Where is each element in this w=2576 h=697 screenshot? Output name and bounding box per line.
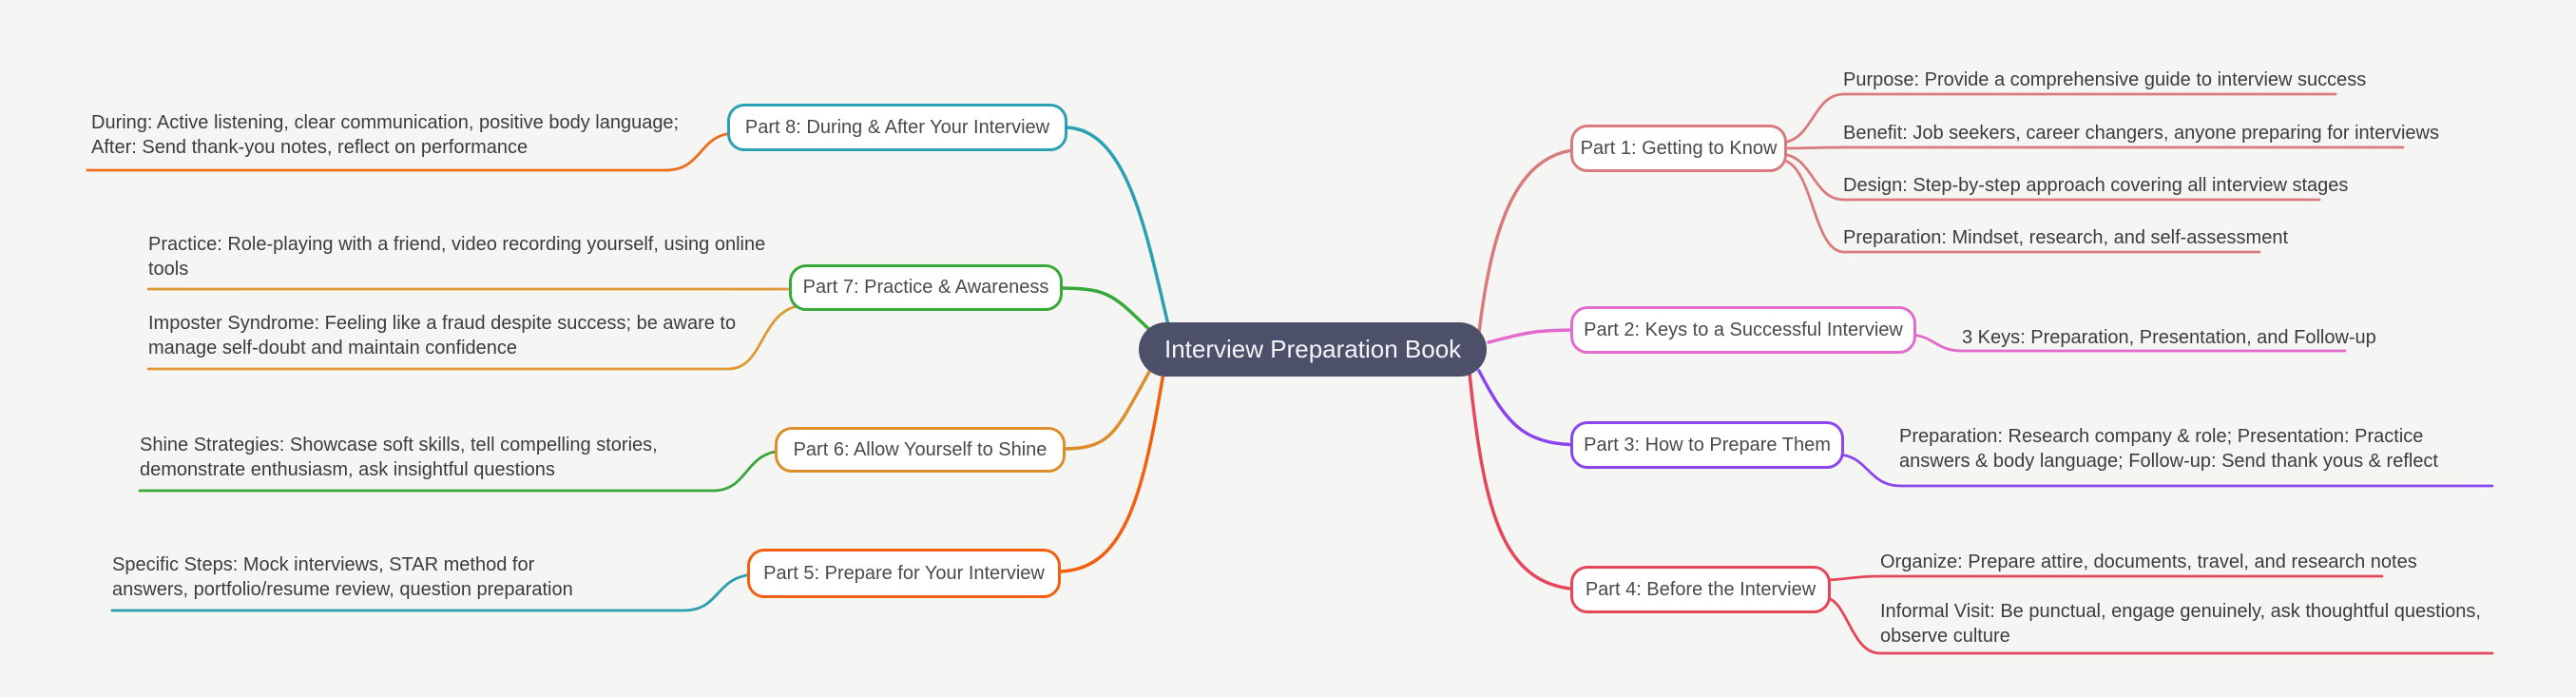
leaf-line-part5-1: [110, 572, 757, 612]
leaf-part3-preparation[interactable]: Preparation: Research company & role; Pr…: [1899, 426, 2438, 472]
leaf-part1-benefit[interactable]: Benefit: Job seekers, career changers, a…: [1843, 123, 2440, 144]
leaf-line-part3-1: [1835, 453, 2494, 488]
branch-curve-part4: [1468, 372, 1587, 591]
branch-curve-part8: [1063, 126, 1171, 331]
branch-node-part3[interactable]: Part 3: How to Prepare Them: [1570, 421, 1844, 469]
leaf-line-part4-1: [1821, 574, 2384, 582]
leaf-part8-during-after[interactable]: During: Active listening, clear communic…: [91, 112, 680, 158]
leaf-line-part1-4: [1778, 158, 2261, 254]
leaf-line-part1-1: [1778, 92, 2337, 145]
branch-curve-part6: [1061, 365, 1154, 451]
branch-curve-part3: [1477, 369, 1587, 447]
branch-curve-part1: [1476, 147, 1587, 342]
leaf-part7-practice[interactable]: Practice: Role-playing with a friend, vi…: [148, 234, 766, 280]
leaf-part1-design[interactable]: Design: Step-by-step approach covering a…: [1843, 175, 2349, 196]
leaf-part2-keys[interactable]: 3 Keys: Preparation, Presentation, and F…: [1962, 327, 2376, 348]
branch-node-part7[interactable]: Part 7: Practice & Awareness: [789, 264, 1063, 311]
leaf-line-part6-1: [138, 449, 785, 493]
branch-node-part4[interactable]: Part 4: Before the Interview: [1570, 566, 1831, 613]
leaf-line-part7-2: [146, 304, 798, 371]
root-node[interactable]: Interview Preparation Book: [1139, 322, 1488, 377]
leaf-line-part1-3: [1778, 152, 2321, 202]
branch-node-part2[interactable]: Part 2: Keys to a Successful Interview: [1570, 306, 1916, 354]
leaf-part7-imposter-syndrome[interactable]: Imposter Syndrome: Feeling like a fraud …: [148, 313, 737, 358]
leaf-part6-shine-strategies[interactable]: Shine Strategies: Showcase soft skills, …: [140, 435, 658, 480]
leaf-part1-purpose[interactable]: Purpose: Provide a comprehensive guide t…: [1843, 69, 2367, 90]
branch-curve-part5: [1055, 371, 1165, 573]
branch-node-part8[interactable]: Part 8: During & After Your Interview: [727, 104, 1067, 151]
branch-node-part1[interactable]: Part 1: Getting to Know: [1570, 125, 1787, 172]
branch-node-part6[interactable]: Part 6: Allow Yourself to Shine: [775, 427, 1066, 473]
leaf-part5-specific-steps[interactable]: Specific Steps: Mock interviews, STAR me…: [112, 554, 573, 600]
leaf-part1-preparation[interactable]: Preparation: Mindset, research, and self…: [1843, 227, 2288, 248]
branch-curve-part7: [1058, 286, 1157, 337]
leaf-part4-organize[interactable]: Organize: Prepare attire, documents, tra…: [1880, 552, 2417, 572]
leaf-line-part8-1: [86, 131, 736, 172]
branch-node-part5[interactable]: Part 5: Prepare for Your Interview: [747, 549, 1061, 598]
leaf-line-part1-2: [1778, 145, 2405, 150]
leaf-line-part4-2: [1821, 595, 2494, 655]
leaf-part4-informal-visit[interactable]: Informal Visit: Be punctual, engage genu…: [1880, 601, 2481, 647]
